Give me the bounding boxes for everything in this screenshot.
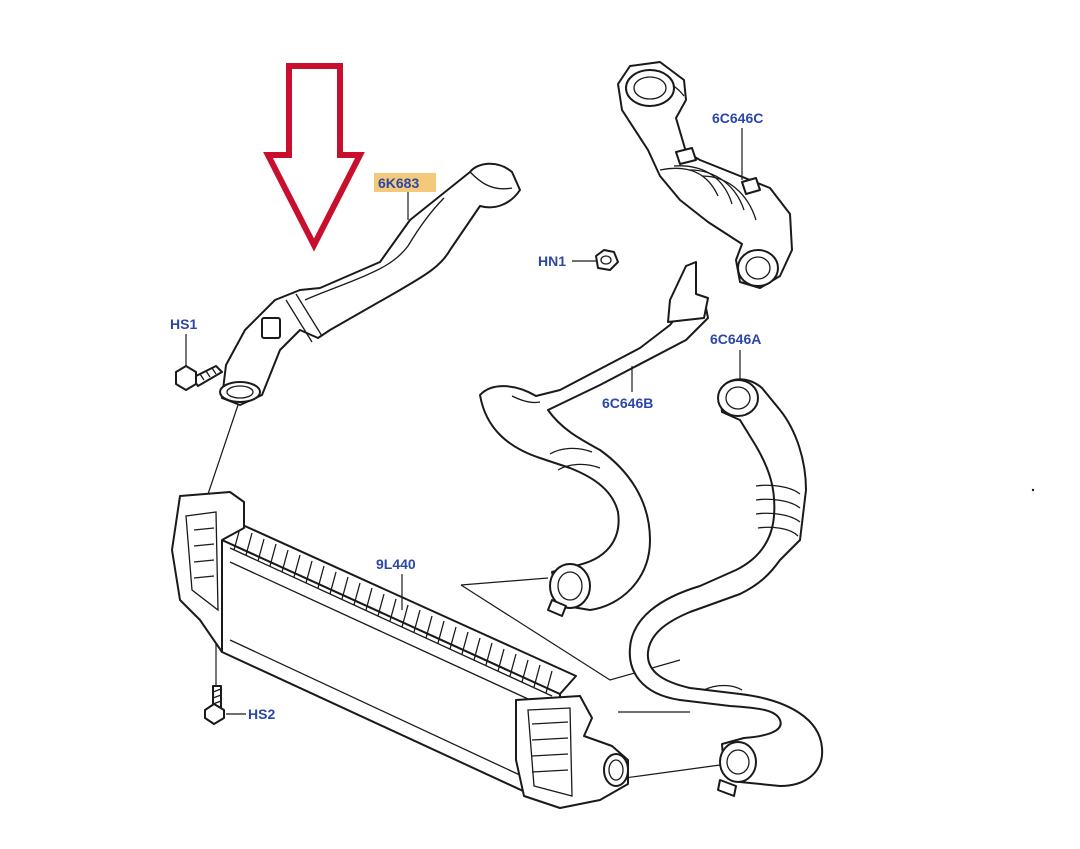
bolt-hs1 [175, 365, 223, 391]
part-number-highlight [374, 173, 436, 192]
label-hn1: HN1 [538, 253, 566, 269]
label-leaders [185, 128, 743, 715]
down-arrow-outline-icon [263, 63, 365, 252]
label-6c646c: 6C646C [712, 110, 763, 126]
label-6c646b: 6C646B [602, 395, 653, 411]
label-6k683: 6K683 [378, 175, 419, 191]
hose-6c646b [479, 261, 709, 617]
bolt-hs2 [204, 685, 225, 725]
label-9l440: 9L440 [376, 556, 416, 572]
hose-6k683 [219, 162, 521, 406]
label-hs1: HS1 [170, 316, 197, 332]
label-hs2: HS2 [248, 706, 275, 722]
hose-6c646a [628, 378, 824, 797]
nut-hn1 [595, 249, 619, 271]
stray-dot [1031, 488, 1035, 492]
intercooler-9l440 [171, 491, 629, 809]
label-6c646a: 6C646A [710, 331, 761, 347]
intercooler-fins [233, 527, 553, 694]
hose-6c646c [617, 61, 793, 289]
